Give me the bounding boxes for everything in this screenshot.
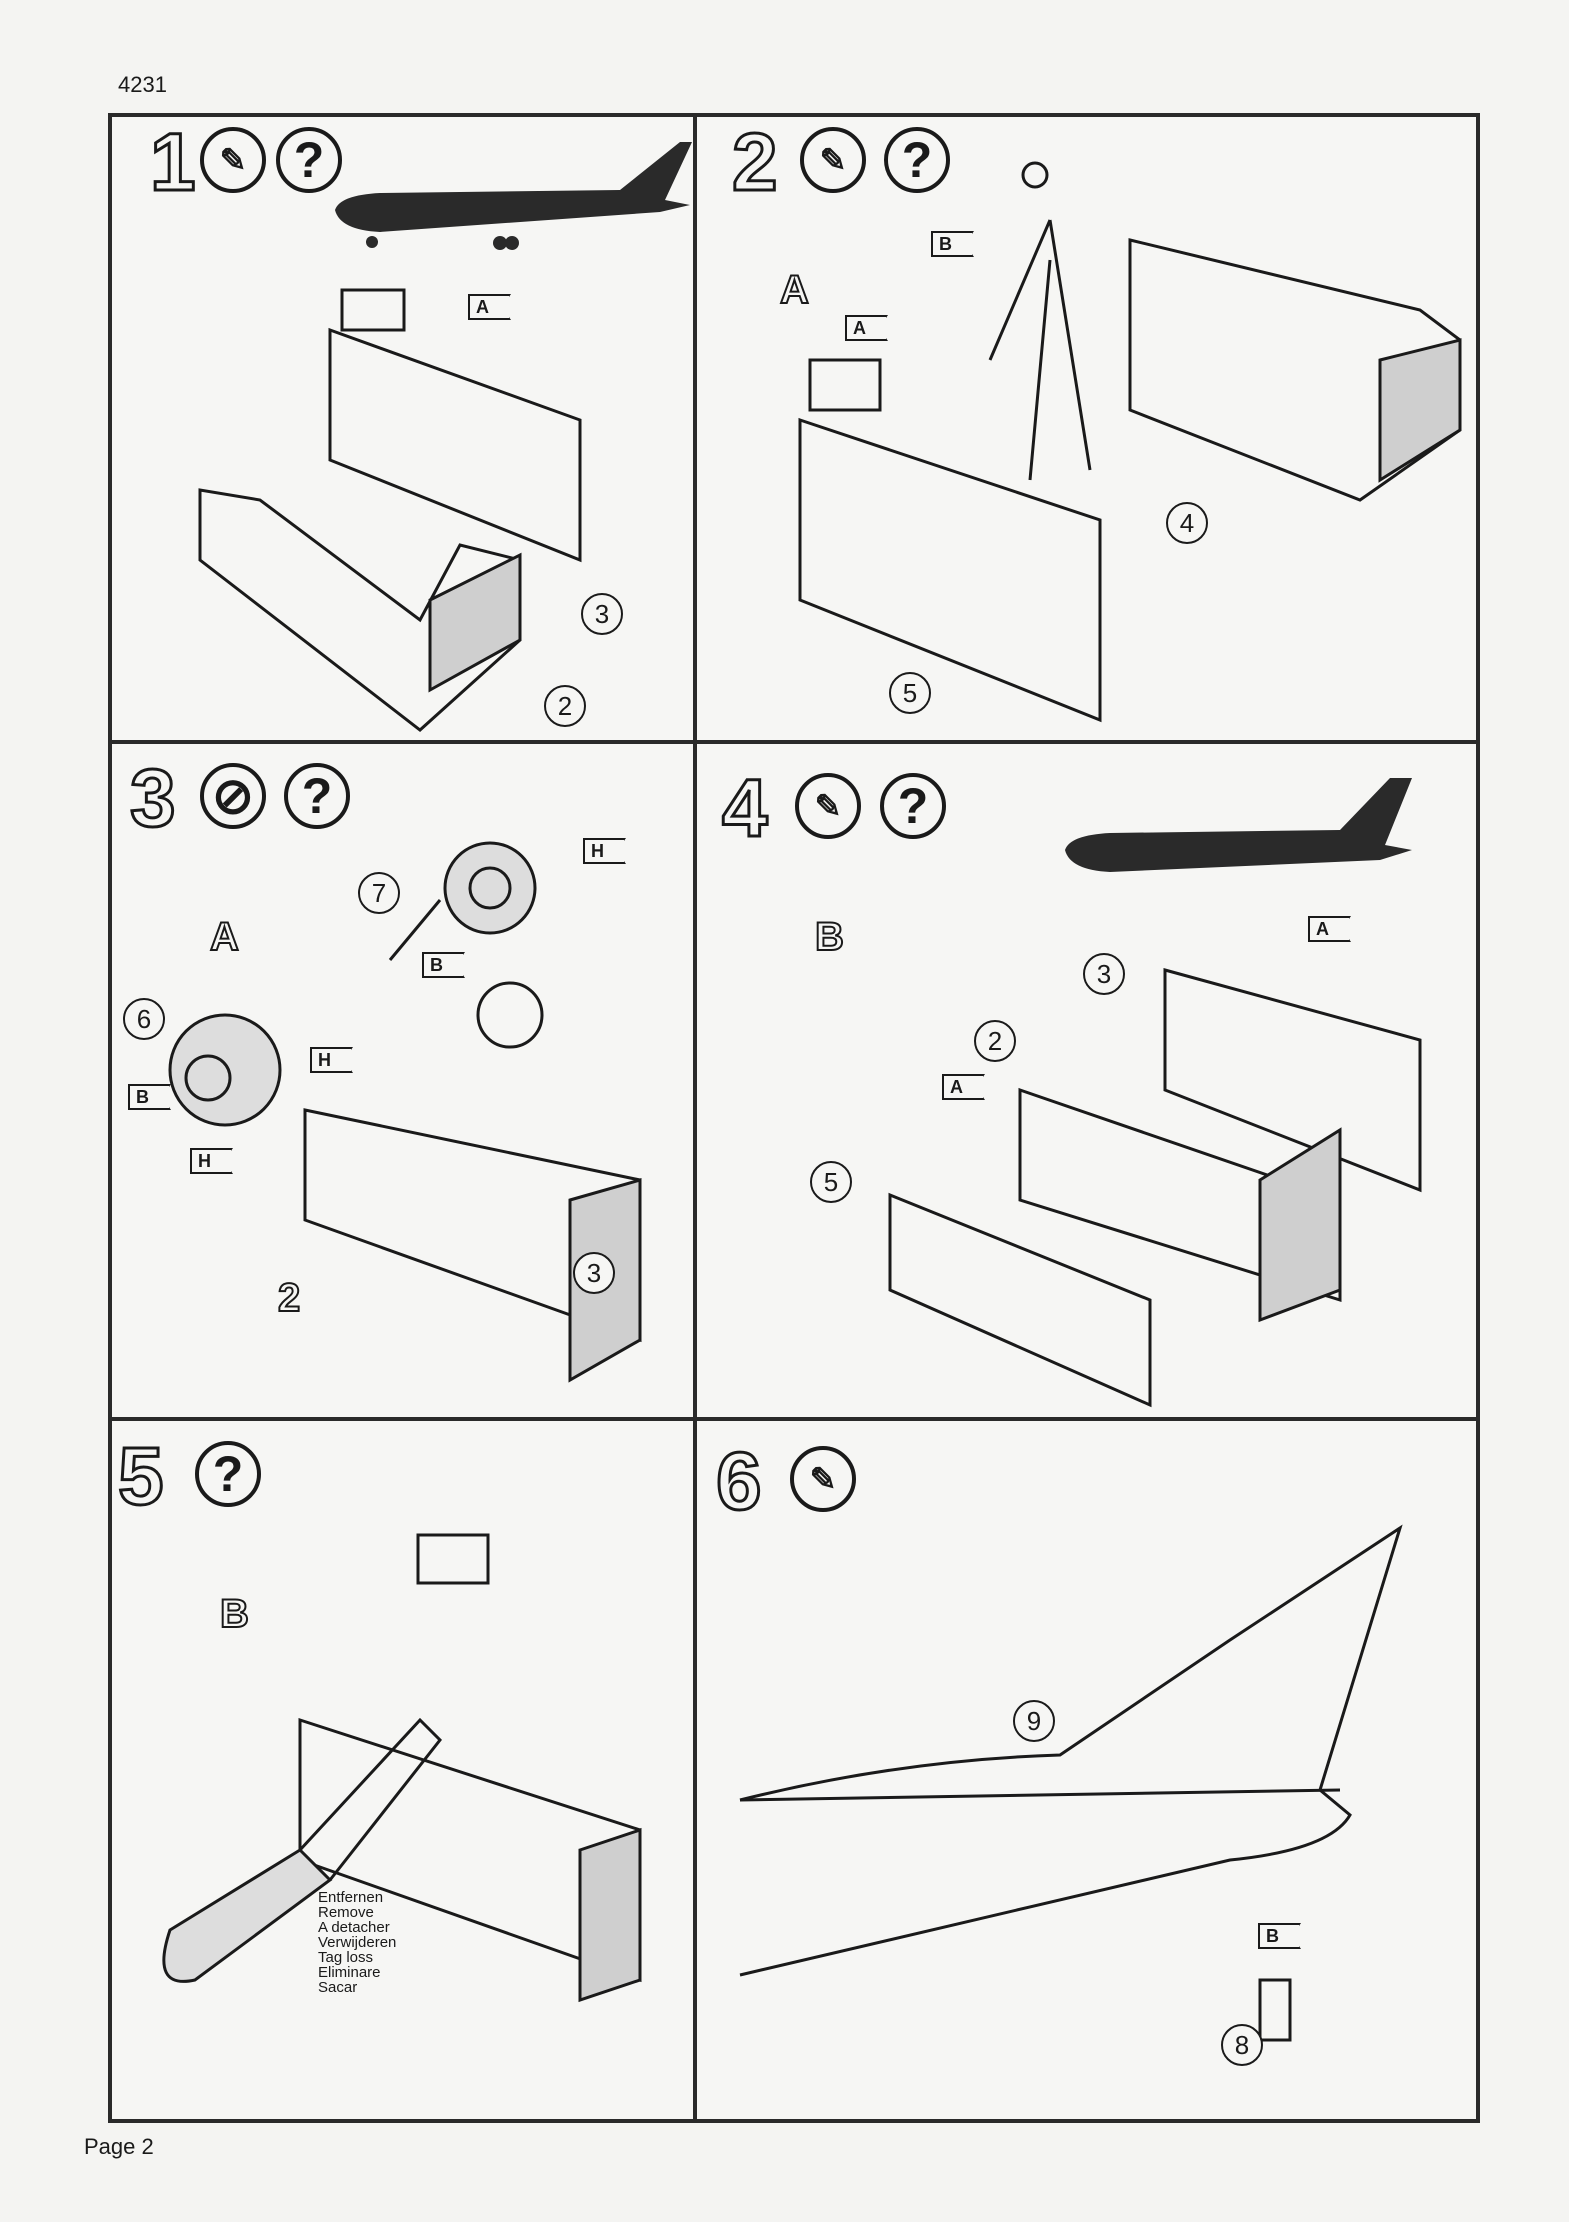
no-glue-marker: [476, 981, 544, 1049]
step-3-number: 3: [129, 753, 178, 844]
part-number-9: 9: [1013, 1700, 1055, 1742]
help-icon: ?: [880, 773, 946, 839]
part-label-a: A: [942, 1074, 985, 1100]
part-number-8: 8: [1221, 2024, 1263, 2066]
hobby-knife-drawing: [162, 1533, 642, 2003]
remove-text-es: Sacar: [318, 1979, 358, 1996]
step-5-number: 5: [117, 1431, 166, 1522]
no-glue-icon: ⊘: [200, 763, 266, 829]
column-divider: [693, 113, 697, 2123]
row-divider-2: [108, 1417, 1480, 1421]
step-2-number: 2: [731, 117, 780, 208]
part-number-2: 2: [544, 685, 586, 727]
part-number-6: 6: [123, 998, 165, 1040]
part-number-2: 2: [974, 1020, 1016, 1062]
step-1-number: 1: [149, 117, 198, 208]
step-4-number: 4: [721, 763, 770, 854]
help-icon: ?: [195, 1441, 261, 1507]
remove-instruction: Entfernen Remove A detacher Verwijderen …: [318, 1890, 396, 1995]
part-number-3: 3: [1083, 953, 1125, 995]
subassembly-letter-a: A: [209, 914, 240, 960]
row-divider-1: [108, 740, 1480, 744]
remove-text-en: Remove: [318, 1904, 374, 1921]
wheel-parts: [168, 841, 642, 1383]
subassembly-letter-b: B: [219, 1591, 250, 1637]
glue-icon: ✎: [200, 127, 266, 193]
part-number-3: 3: [581, 593, 623, 635]
glue-icon: ✎: [800, 127, 866, 193]
kit-number: 4231: [118, 72, 167, 97]
subassembly-letter-b: B: [814, 914, 845, 960]
gear-stand-part: [798, 161, 1462, 723]
subassembly-number-2: 2: [277, 1275, 301, 1321]
remove-text-it: Eliminare: [318, 1964, 381, 1981]
help-icon: ?: [884, 127, 950, 193]
part-label-h: H: [190, 1148, 233, 1174]
assembly-step-4-parts: [888, 968, 1422, 1408]
part-number-7: 7: [358, 872, 400, 914]
subassembly-letter-a: A: [779, 267, 810, 313]
part-number-5: 5: [810, 1161, 852, 1203]
cockpit-seat-part: [198, 288, 582, 732]
part-number-3: 3: [573, 1252, 615, 1294]
remove-text-nl: Verwijderen: [318, 1934, 397, 1951]
part-label-a: A: [1308, 916, 1351, 942]
airplane-silhouette: [335, 142, 692, 250]
part-number-5: 5: [889, 672, 931, 714]
help-icon: ?: [276, 127, 342, 193]
fuselage-half-drawing: [739, 1524, 1403, 2042]
part-number-4: 4: [1166, 502, 1208, 544]
remove-text-de: Entfernen: [318, 1889, 384, 1906]
glue-icon: ✎: [790, 1446, 856, 1512]
step-6-number: 6: [715, 1436, 764, 1527]
help-icon: ?: [284, 763, 350, 829]
page-number: Page 2: [84, 2134, 154, 2159]
airplane-silhouette-2: [1065, 778, 1412, 872]
remove-text-da: Tag loss: [318, 1949, 374, 1966]
glue-icon: ✎: [795, 773, 861, 839]
remove-text-fr: A detacher: [318, 1919, 390, 1936]
